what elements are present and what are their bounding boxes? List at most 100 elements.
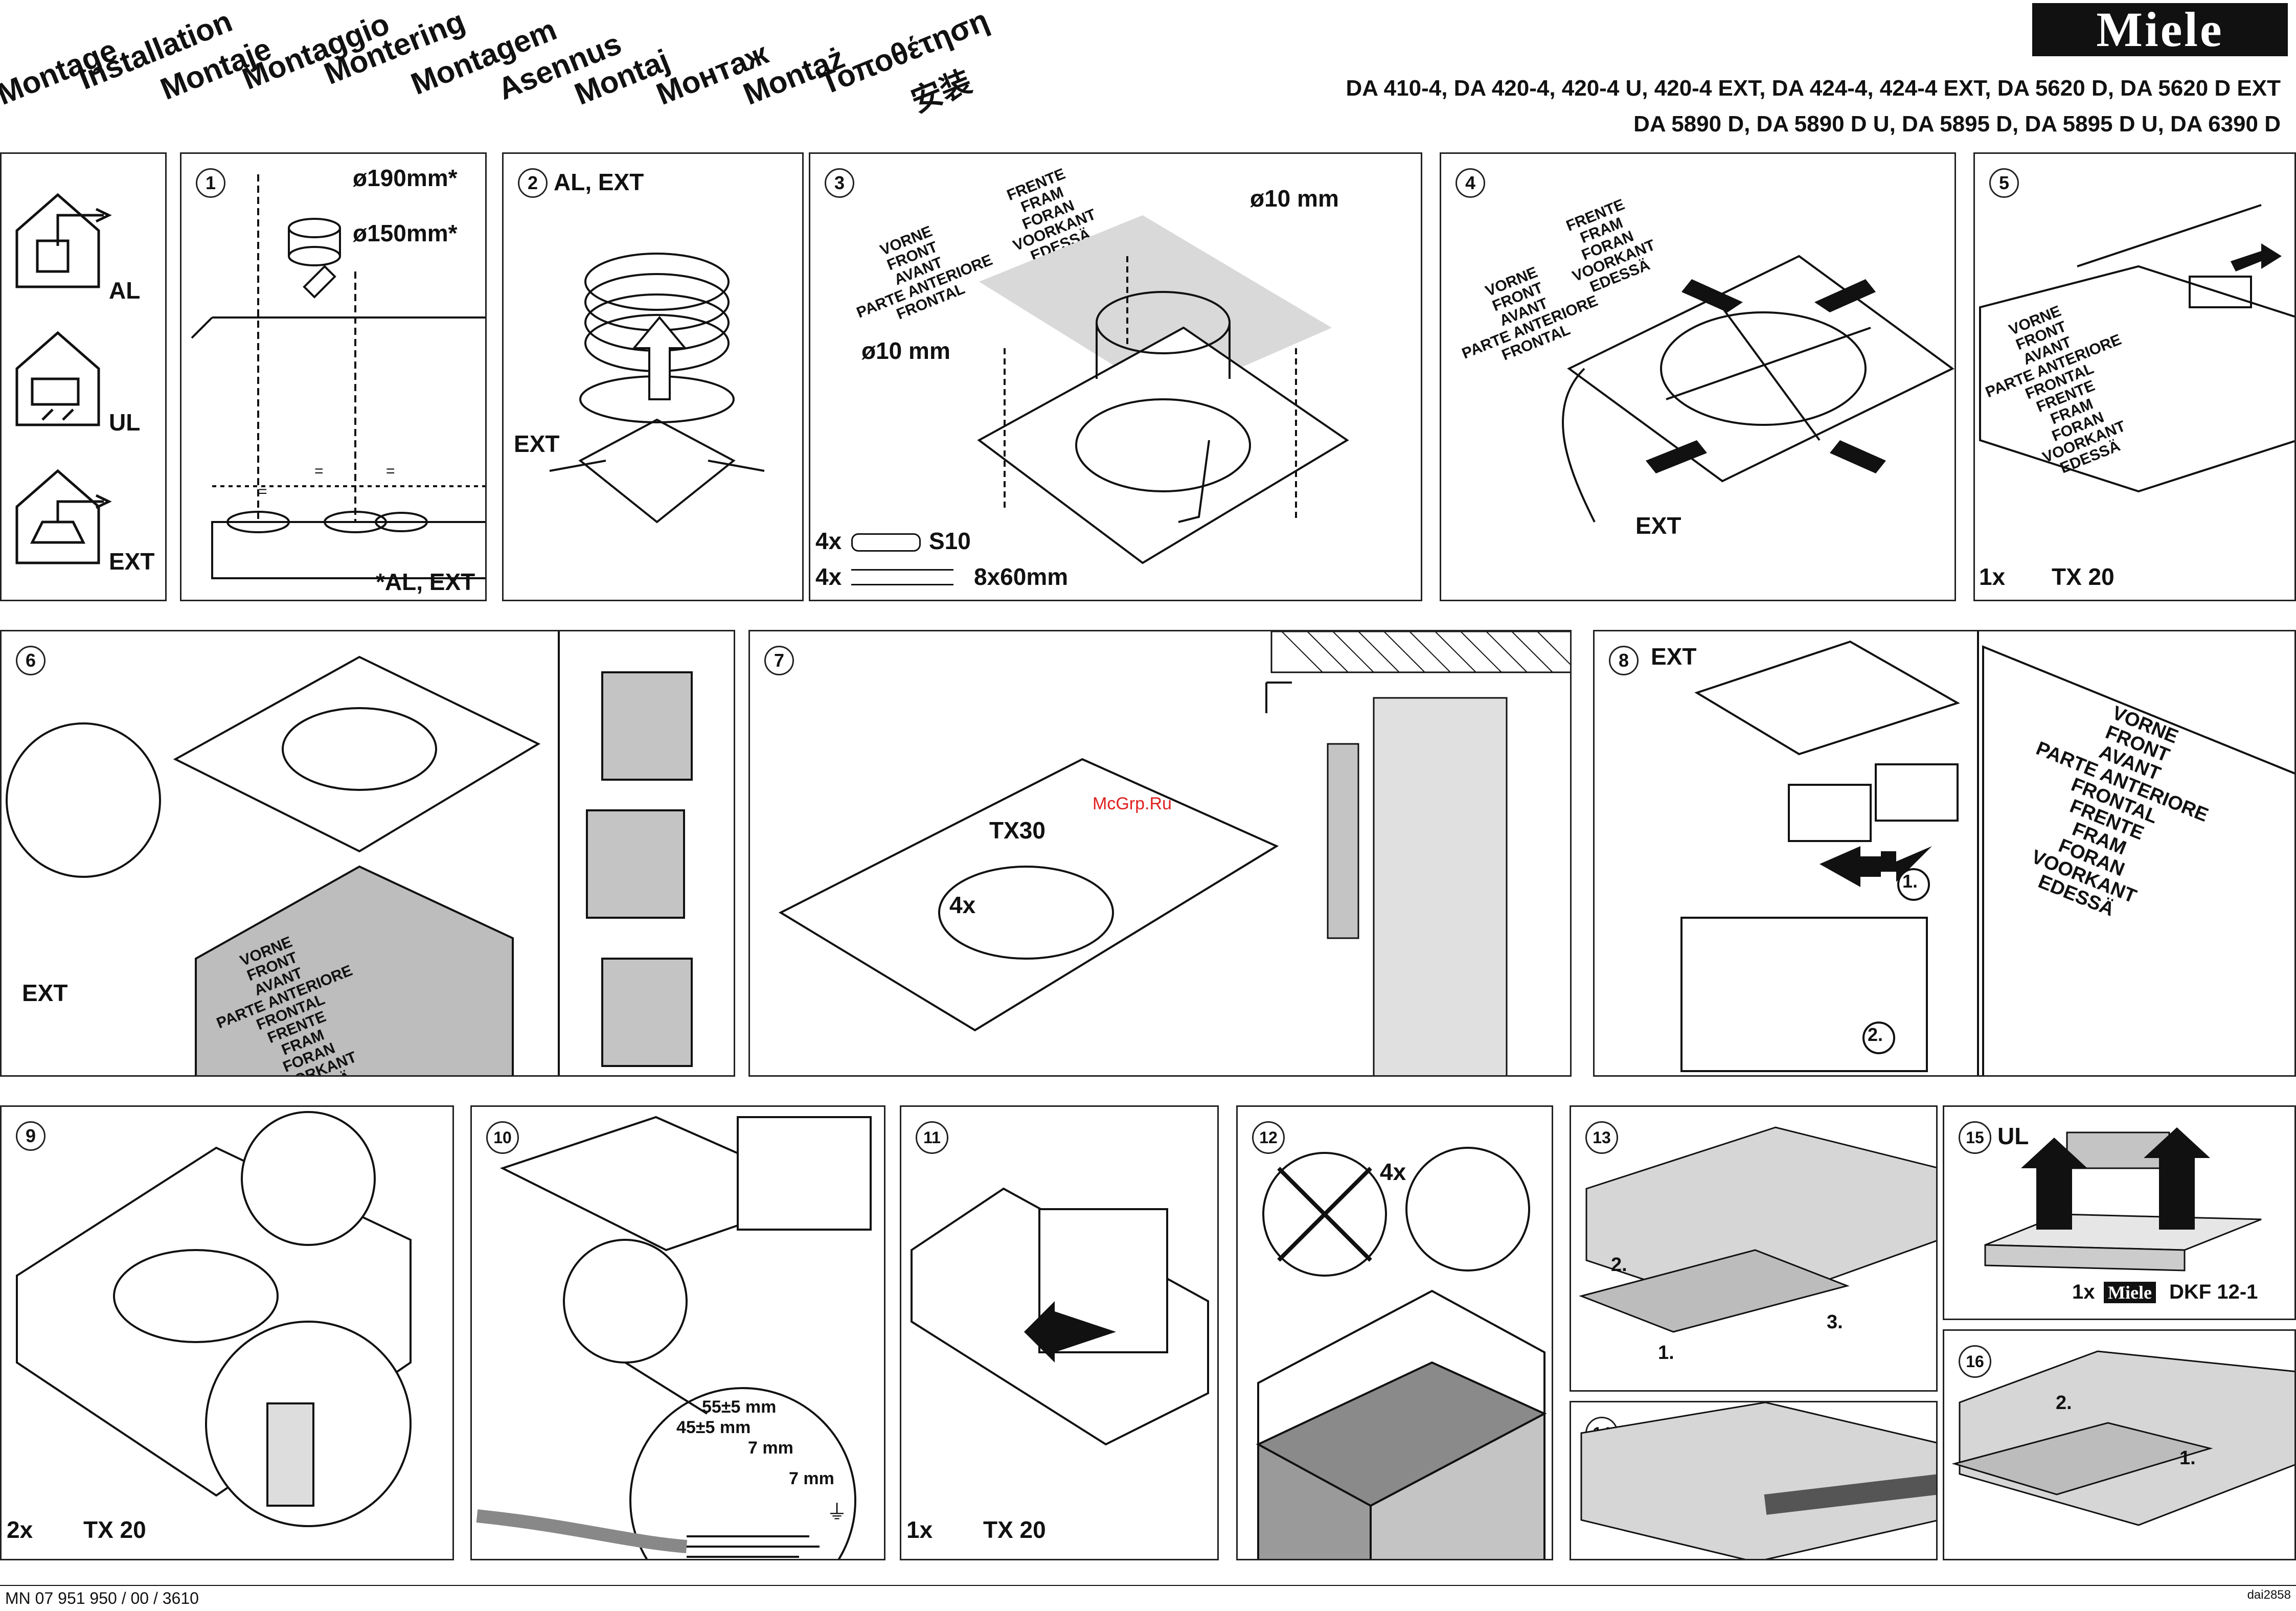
step-1-panel: 1 = = = ø190mm* ø150mm* *AL, EXT (180, 152, 487, 601)
diameter-190: ø190mm* (353, 165, 458, 191)
step-number: 1 (196, 168, 225, 198)
watermark: McGrp.Ru (1093, 794, 1172, 813)
step-16-panel: 16 1. 2. (1943, 1329, 2296, 1560)
step-number: 7 (764, 646, 794, 675)
step-2-title: AL, EXT (554, 169, 644, 195)
screw-icon (851, 569, 953, 585)
diameter-150: ø150mm* (353, 220, 458, 246)
screw-size: 8x60mm (974, 563, 1069, 590)
screw-qty: 4x (815, 563, 842, 590)
svg-text:=: = (258, 483, 267, 500)
step-number: 4 (1456, 168, 1485, 198)
step-4-drawing (1562, 255, 1954, 523)
screw-tool: TX 20 (983, 1516, 1046, 1543)
screw-qty: 1x (906, 1516, 933, 1543)
sub-step-2: 2. (1868, 1024, 1883, 1045)
screw-tool: TX 20 (83, 1516, 146, 1543)
strip-length-7a: 7 mm (748, 1438, 793, 1458)
step-number: 13 (1585, 1121, 1618, 1154)
step-15-drawing (1984, 1127, 2262, 1272)
wall-plug-icon (851, 533, 921, 552)
step-number: 2 (518, 168, 548, 198)
legend-ext: EXT (109, 548, 155, 575)
step-number: 10 (486, 1121, 519, 1154)
step-12-panel: 12 4x (1236, 1105, 1553, 1560)
ext-label: EXT (1635, 512, 1681, 539)
hole-diameter-top: ø10 mm (1250, 185, 1339, 212)
step-2-panel: 2 AL, EXT EXT (502, 152, 804, 601)
step-number: 5 (1989, 168, 2019, 198)
sub-step-2: 2. (1611, 1254, 1627, 1276)
step-number: 8 (1609, 646, 1639, 675)
step-10-drawing (476, 1116, 872, 1559)
step-11-drawing (911, 1187, 1209, 1446)
step-10-panel: 10 55±5 mm 45±5 mm 7 mm 7 mm ⏚ (470, 1105, 885, 1560)
legend-ul: UL (109, 409, 141, 436)
step-9-panel: 9 2x TX 20 (0, 1105, 454, 1560)
document-number: MN 07 951 950 / 00 / 3610 (5, 1589, 199, 1607)
ext-label: EXT (514, 430, 560, 457)
step-number: 11 (916, 1121, 948, 1154)
step-number: 9 (16, 1121, 46, 1151)
screw-qty: 2x (7, 1516, 33, 1543)
step-16-drawing (1951, 1350, 2294, 1526)
step-14-drawing (1580, 1402, 1936, 1559)
step-number: 3 (825, 168, 854, 198)
step-5-drawing (1979, 204, 2294, 493)
legend-al: AL (109, 277, 141, 304)
strip-length-45: 45±5 mm (676, 1418, 751, 1437)
step-7-panel: 7 TX30 4x McGrp.Ru (748, 630, 1572, 1077)
screw-qty: 4x (949, 892, 976, 918)
step-1-drawing: = = = (191, 174, 485, 579)
sub-step-1: 1. (1658, 1342, 1674, 1364)
wall-plug-qty: 4x (815, 528, 842, 554)
wall-plug-size: S10 (929, 528, 971, 554)
step-8-title: EXT (1651, 643, 1697, 670)
ground-icon: ⏚ (827, 1501, 847, 1524)
filter-qty: 1x (2072, 1281, 2095, 1303)
strip-length-55: 55±5 mm (702, 1397, 777, 1417)
model-list-line2: DA 5890 D, DA 5890 D U, DA 5895 D, DA 58… (1633, 111, 2281, 137)
brand-logo-small: Miele (2104, 1282, 2156, 1303)
legend-panel: AL UL EXT (0, 152, 167, 601)
step-3-drawing (977, 215, 1349, 564)
step-number: 16 (1959, 1345, 1991, 1378)
step-number: 12 (1252, 1121, 1285, 1154)
step-13-drawing (1579, 1126, 1936, 1333)
step-13-panel: 13 1. 2. 3. (1570, 1105, 1938, 1392)
ext-label: EXT (22, 980, 68, 1006)
footer-rule (0, 1585, 2296, 1586)
step-15-panel: 15 UL 1x Miele DKF 12-1 (1943, 1105, 2296, 1320)
step-9-drawing (16, 1111, 412, 1527)
sub-step-1: 1. (1902, 871, 1918, 892)
sub-step-1: 1. (2179, 1447, 2196, 1469)
hole-diameter-left: ø10 mm (861, 337, 950, 364)
step-number: 15 (1959, 1121, 1991, 1154)
torx-tool: TX30 (989, 817, 1045, 844)
step-7-drawing (778, 631, 1570, 1075)
step-14-panel: 14 (1570, 1401, 1938, 1560)
step-12-drawing (1256, 1147, 1547, 1559)
strip-length-7b: 7 mm (789, 1469, 834, 1488)
svg-text:=: = (314, 463, 324, 480)
sub-step-3: 3. (1827, 1311, 1843, 1333)
brand-logo: Miele (2032, 3, 2288, 56)
sub-step-2: 2. (2056, 1392, 2072, 1414)
step-15-title: UL (1997, 1123, 2029, 1149)
model-list-line1: DA 410-4, DA 420-4, 420-4 U, 420-4 EXT, … (1346, 76, 2281, 101)
filter-part-number: DKF 12-1 (2169, 1281, 2258, 1303)
document-code: dai2858 (2247, 1588, 2291, 1602)
step-6-drawing (6, 631, 693, 1075)
step-11-panel: 11 1x TX 20 (900, 1105, 1219, 1560)
house-icons (15, 193, 112, 564)
step-8-drawing (1680, 631, 2294, 1075)
footnote-al-ext: *AL, EXT (376, 569, 475, 595)
step-number: 6 (16, 646, 46, 675)
step-2-drawing (549, 253, 765, 524)
svg-text:=: = (386, 463, 395, 480)
